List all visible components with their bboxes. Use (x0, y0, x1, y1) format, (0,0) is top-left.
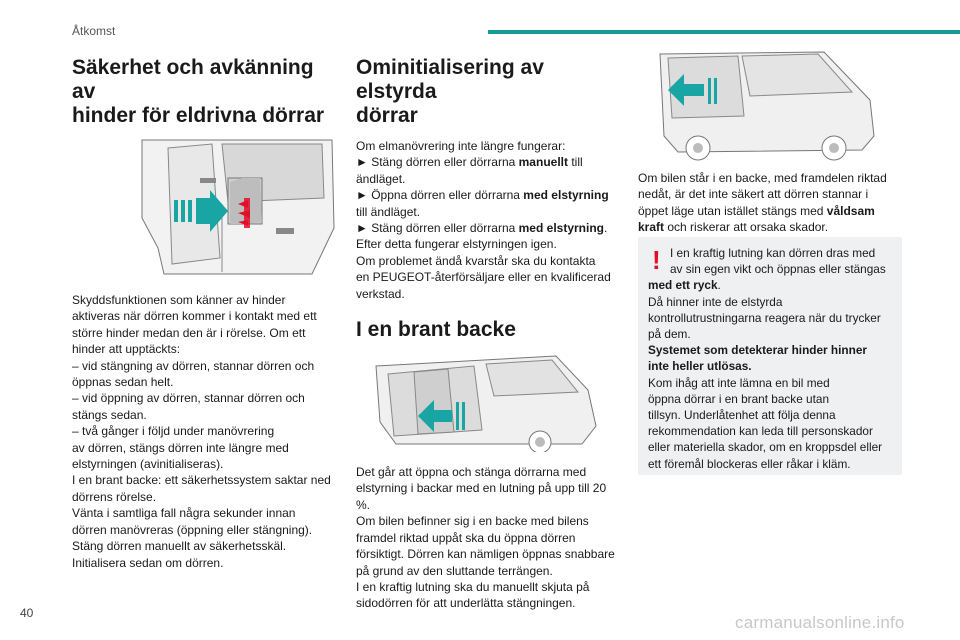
door-slope-illustration (356, 352, 620, 453)
door-obstacle-illustration (72, 138, 336, 276)
reinit-text: Om elmanövrering inte längre fungerar: ►… (356, 139, 611, 301)
watermark: carmanualsonline.info (735, 613, 905, 632)
slope-warning-text: I en kraftig lutning kan dörren dras med… (648, 246, 886, 471)
column-obstacle-detection: Säkerhet och avkänning av hinder för eld… (72, 56, 340, 571)
section-title-reinit: Ominitialisering av elstyrda dörrar (356, 56, 544, 127)
header-section-label: Åtkomst (72, 24, 116, 38)
steep-slope-text: Det går att öppna och stänga dörrarna me… (356, 465, 615, 611)
column-slope-warning: Om bilen står i en backe, med framdelen … (638, 44, 902, 236)
column-reinitialisation: Ominitialisering av elstyrda dörrar Om e… (356, 56, 620, 612)
van-downhill-illustration (638, 44, 902, 164)
downhill-text: Om bilen står i en backe, med framdelen … (638, 171, 887, 235)
page-number: 40 (20, 606, 34, 620)
slope-warning-box: ! I en kraftig lutning kan dörren dras m… (638, 237, 902, 475)
section-title-steep-slope: I en brant backe (356, 318, 516, 342)
header-accent-bar (488, 30, 960, 34)
warning-exclamation-icon: ! (652, 245, 661, 275)
obstacle-detection-text: Skyddsfunktionen som känner av hinder ak… (72, 293, 331, 570)
section-title-obstacle: Säkerhet och avkänning av hinder för eld… (72, 56, 325, 127)
